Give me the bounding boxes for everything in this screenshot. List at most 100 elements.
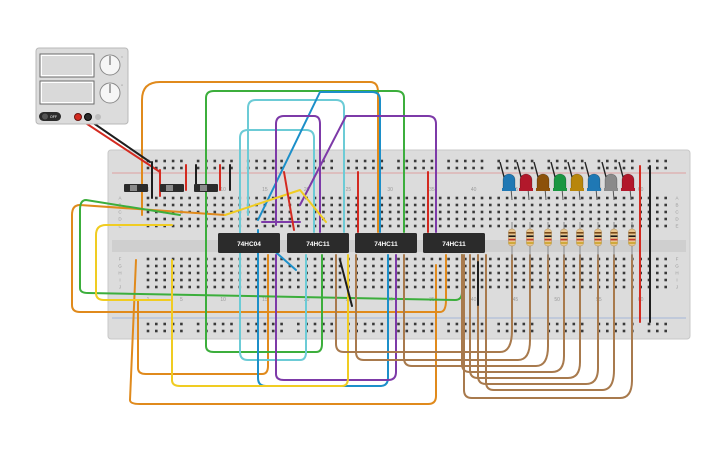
- breadboard-hole[interactable]: [363, 271, 367, 275]
- breadboard-hole[interactable]: [322, 271, 325, 275]
- breadboard-hole[interactable]: [155, 285, 158, 289]
- breadboard-hole[interactable]: [188, 285, 191, 289]
- breadboard-hole[interactable]: [589, 285, 592, 289]
- resistor[interactable]: [610, 222, 618, 260]
- breadboard-hole[interactable]: [338, 196, 342, 200]
- rail-hole[interactable]: [530, 329, 534, 333]
- breadboard-hole[interactable]: [388, 278, 392, 282]
- rail-hole[interactable]: [405, 159, 409, 163]
- breadboard-hole[interactable]: [413, 224, 417, 228]
- breadboard-hole[interactable]: [489, 224, 492, 228]
- breadboard-hole[interactable]: [505, 224, 509, 228]
- breadboard-hole[interactable]: [480, 224, 484, 228]
- breadboard-hole[interactable]: [280, 257, 283, 261]
- breadboard-hole[interactable]: [196, 203, 200, 207]
- breadboard-hole[interactable]: [388, 224, 392, 228]
- led[interactable]: [499, 161, 516, 201]
- breadboard-hole[interactable]: [489, 257, 492, 261]
- rail-hole[interactable]: [347, 166, 350, 170]
- breadboard-hole[interactable]: [539, 217, 542, 221]
- breadboard-hole[interactable]: [597, 210, 601, 214]
- breadboard-hole[interactable]: [555, 210, 559, 214]
- breadboard-hole[interactable]: [656, 203, 659, 207]
- breadboard-hole[interactable]: [489, 196, 492, 200]
- breadboard-hole[interactable]: [372, 203, 375, 207]
- breadboard-hole[interactable]: [397, 271, 400, 275]
- breadboard-hole[interactable]: [397, 224, 400, 228]
- breadboard-hole[interactable]: [230, 196, 233, 200]
- breadboard-hole[interactable]: [413, 271, 417, 275]
- breadboard-hole[interactable]: [489, 278, 492, 282]
- rail-hole[interactable]: [622, 322, 626, 326]
- breadboard-hole[interactable]: [514, 264, 517, 268]
- breadboard-hole[interactable]: [597, 217, 601, 221]
- breadboard-hole[interactable]: [505, 285, 509, 289]
- breadboard-hole[interactable]: [338, 203, 342, 207]
- resistor[interactable]: [560, 222, 568, 260]
- rail-hole[interactable]: [505, 322, 509, 326]
- rail-hole[interactable]: [422, 322, 425, 326]
- wire-purple[interactable]: [275, 115, 321, 233]
- rail-hole[interactable]: [564, 166, 567, 170]
- resistor[interactable]: [576, 222, 584, 260]
- breadboard-hole[interactable]: [213, 271, 217, 275]
- breadboard-hole[interactable]: [539, 264, 542, 268]
- breadboard-hole[interactable]: [255, 264, 258, 268]
- breadboard-hole[interactable]: [447, 203, 450, 207]
- breadboard-hole[interactable]: [480, 257, 484, 261]
- rail-hole[interactable]: [146, 322, 150, 326]
- rail-hole[interactable]: [647, 329, 651, 333]
- breadboard-hole[interactable]: [622, 196, 626, 200]
- breadboard-hole[interactable]: [322, 224, 325, 228]
- breadboard-hole[interactable]: [288, 217, 292, 221]
- breadboard-hole[interactable]: [472, 210, 475, 214]
- rail-hole[interactable]: [380, 166, 384, 170]
- rail-hole[interactable]: [405, 322, 409, 326]
- breadboard-hole[interactable]: [213, 264, 217, 268]
- breadboard-hole[interactable]: [163, 264, 166, 268]
- breadboard-hole[interactable]: [355, 217, 358, 221]
- chip-u3[interactable]: 74HC11: [355, 233, 417, 253]
- rail-hole[interactable]: [263, 322, 267, 326]
- rail-hole[interactable]: [597, 159, 601, 163]
- breadboard-hole[interactable]: [196, 196, 200, 200]
- breadboard-hole[interactable]: [480, 278, 484, 282]
- breadboard-hole[interactable]: [372, 224, 375, 228]
- rail-hole[interactable]: [322, 329, 325, 333]
- rail-hole[interactable]: [347, 159, 350, 163]
- breadboard-hole[interactable]: [330, 203, 333, 207]
- breadboard-hole[interactable]: [297, 257, 300, 261]
- breadboard-hole[interactable]: [564, 210, 567, 214]
- breadboard-hole[interactable]: [656, 257, 659, 261]
- breadboard-hole[interactable]: [664, 196, 667, 200]
- breadboard-hole[interactable]: [530, 271, 534, 275]
- breadboard-hole[interactable]: [580, 285, 584, 289]
- led[interactable]: [550, 161, 567, 201]
- breadboard-hole[interactable]: [497, 271, 500, 275]
- breadboard-hole[interactable]: [355, 210, 358, 214]
- breadboard-hole[interactable]: [322, 210, 325, 214]
- rail-hole[interactable]: [397, 322, 400, 326]
- breadboard-hole[interactable]: [363, 217, 367, 221]
- breadboard-hole[interactable]: [664, 264, 667, 268]
- breadboard-hole[interactable]: [146, 264, 150, 268]
- breadboard-hole[interactable]: [547, 203, 551, 207]
- breadboard-hole[interactable]: [388, 257, 392, 261]
- breadboard-hole[interactable]: [271, 285, 275, 289]
- breadboard-hole[interactable]: [380, 285, 384, 289]
- rail-hole[interactable]: [564, 159, 567, 163]
- rail-hole[interactable]: [297, 166, 300, 170]
- breadboard-hole[interactable]: [297, 196, 300, 200]
- breadboard-hole[interactable]: [388, 271, 392, 275]
- rail-hole[interactable]: [522, 159, 526, 163]
- breadboard-hole[interactable]: [338, 271, 342, 275]
- breadboard-hole[interactable]: [447, 271, 450, 275]
- breadboard-hole[interactable]: [505, 196, 509, 200]
- breadboard-hole[interactable]: [656, 217, 659, 221]
- rail-hole[interactable]: [606, 166, 609, 170]
- breadboard-hole[interactable]: [580, 264, 584, 268]
- rail-hole[interactable]: [330, 322, 333, 326]
- rail-hole[interactable]: [547, 159, 551, 163]
- wire-brown[interactable]: [485, 254, 615, 391]
- breadboard-hole[interactable]: [664, 210, 667, 214]
